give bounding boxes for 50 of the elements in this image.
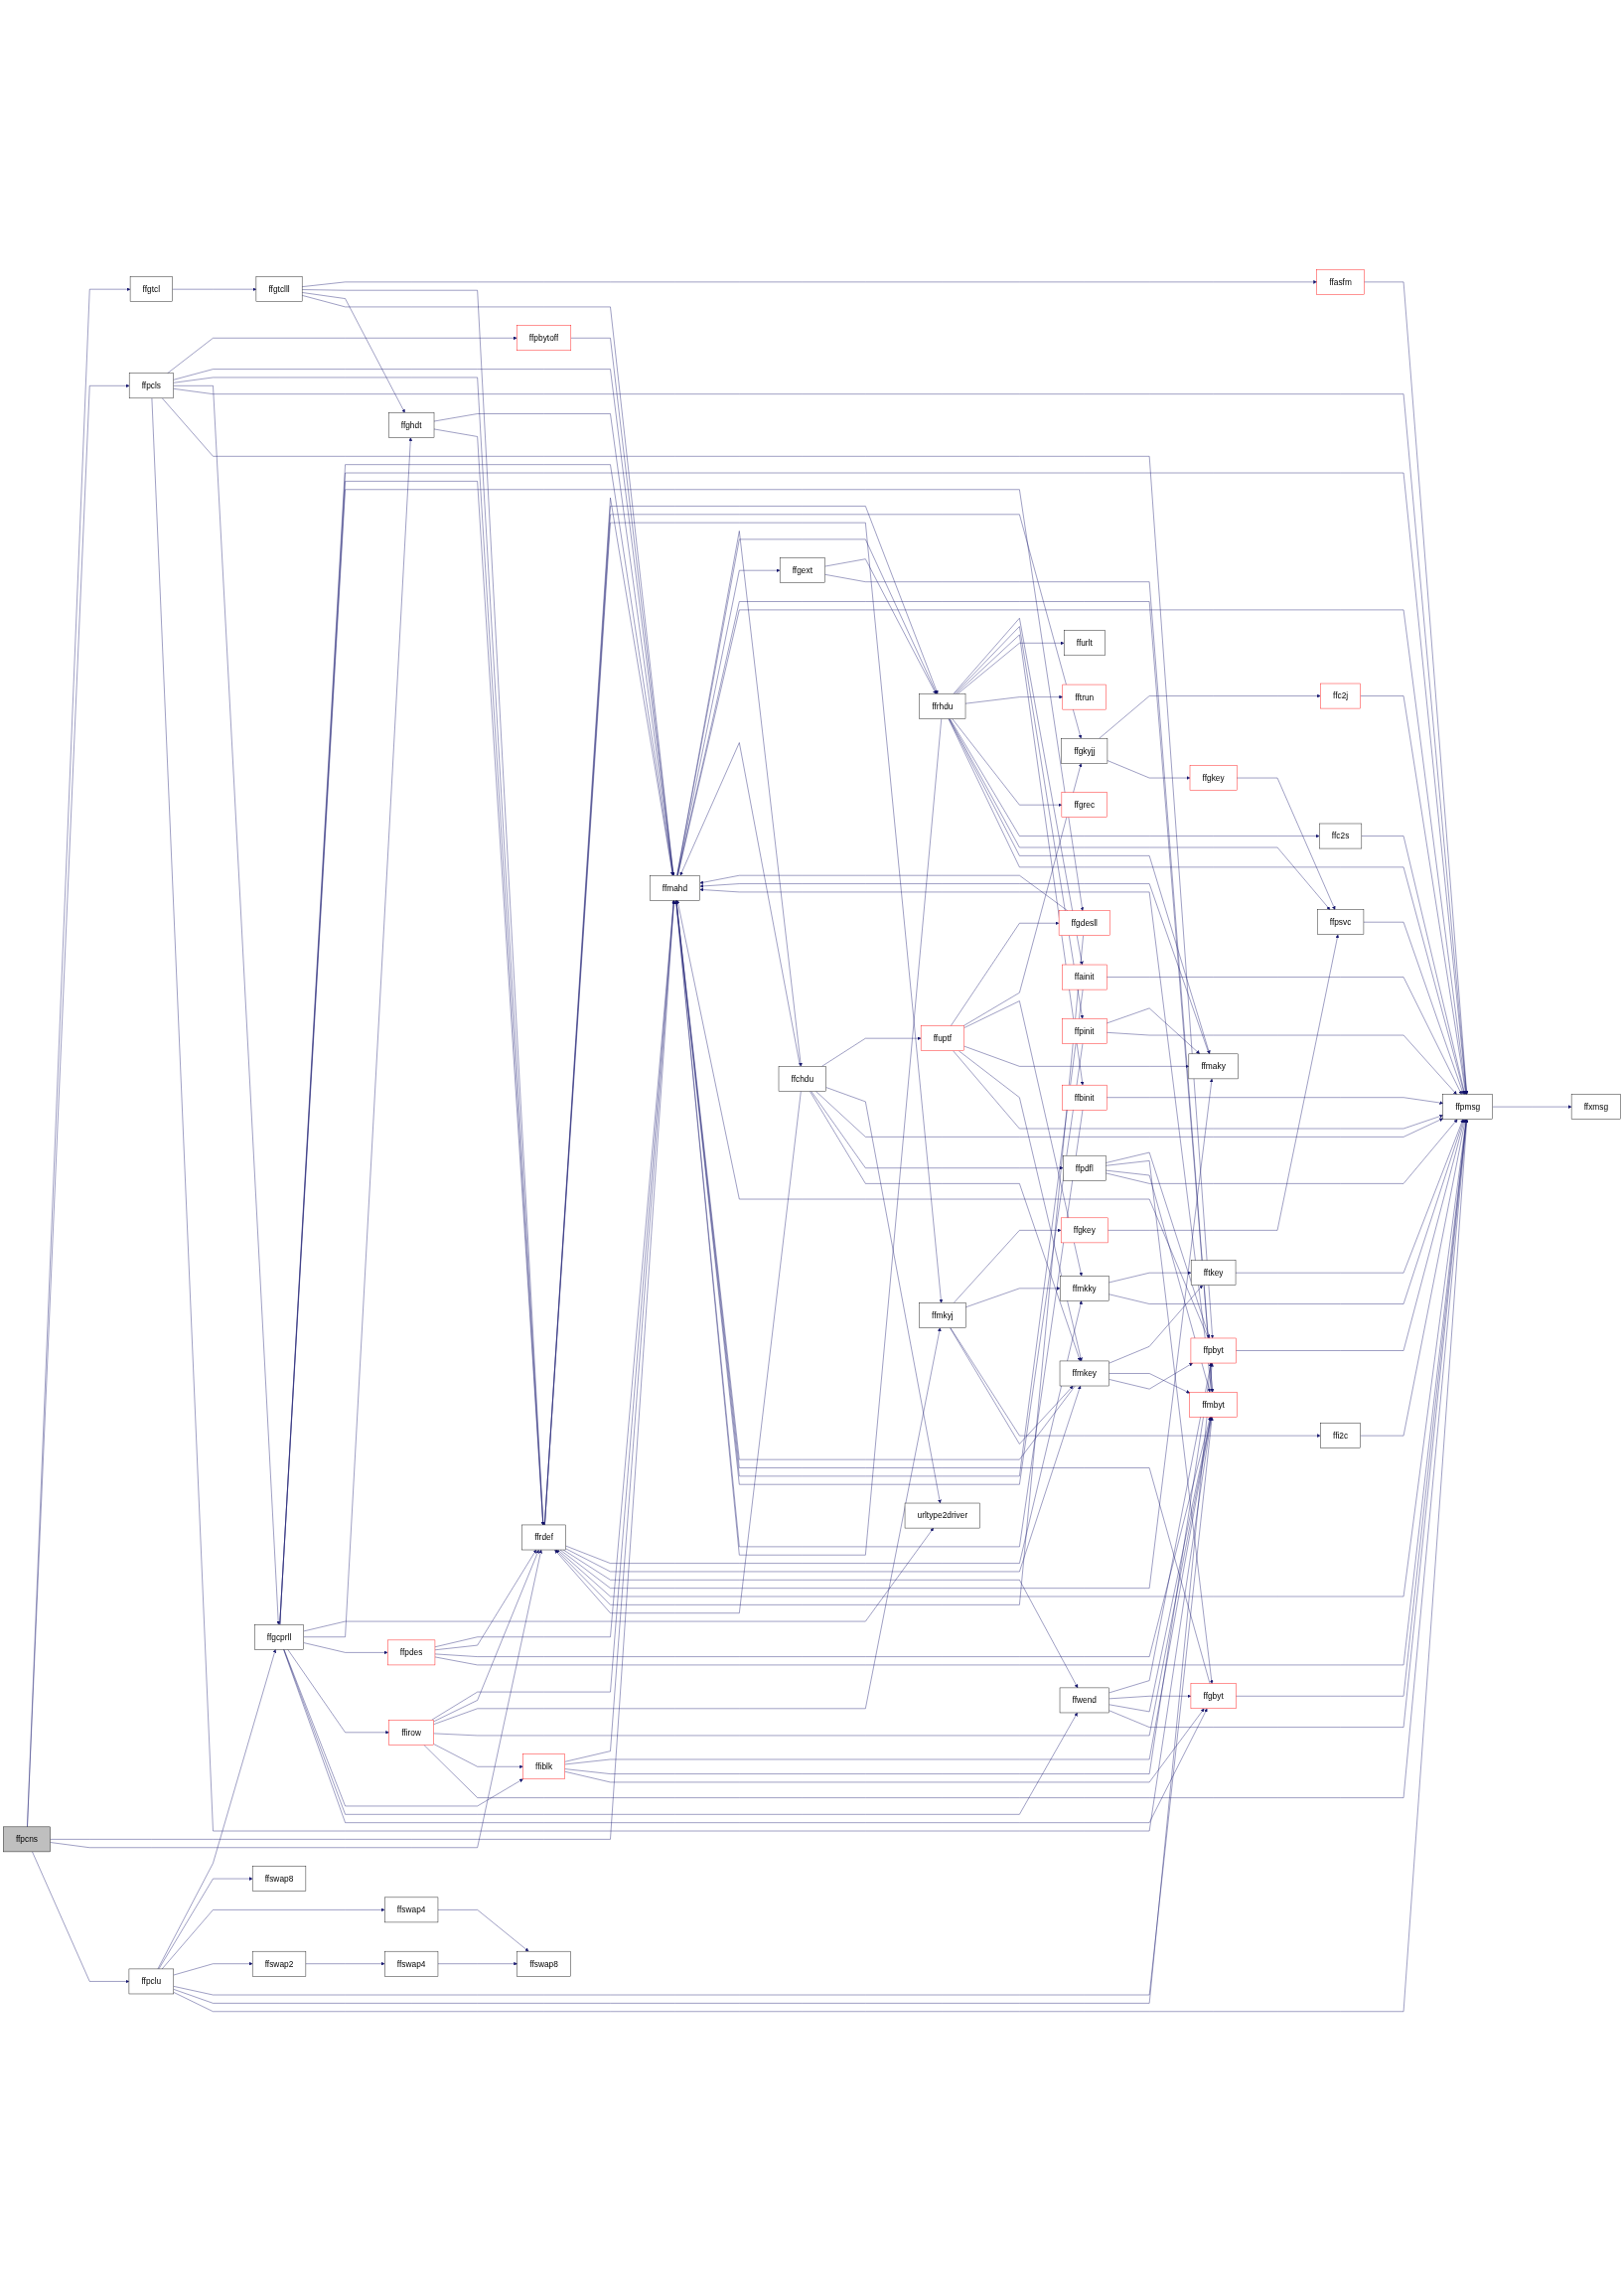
node-box: ffgrec	[1061, 792, 1107, 818]
node-box: ffmbyt	[1189, 1392, 1238, 1418]
node-box: ffswap4	[384, 1897, 439, 1923]
node-box: ffpclu	[128, 1968, 174, 1995]
node-box: fftrun	[1062, 684, 1107, 710]
node-box: ffasfm	[1316, 269, 1365, 295]
node-box: ffpcls	[128, 373, 174, 398]
node-box: ffpsvc	[1317, 909, 1365, 935]
node-box: ffswap4	[384, 1950, 439, 1977]
node-box: ffswap8	[517, 1950, 571, 1977]
node-box: ffpcns	[3, 1826, 51, 1853]
node-box: ffurlt	[1064, 630, 1106, 656]
node-box: ffuptf	[920, 1025, 964, 1051]
node-box: ffrhdu	[919, 693, 966, 719]
node-box: ffgtcl	[129, 276, 173, 302]
node-box: ffswap8	[251, 1866, 307, 1892]
node-box: ffrdef	[521, 1524, 566, 1551]
node-box: ffi2c	[1320, 1423, 1361, 1448]
node-box: ffpdes	[387, 1639, 436, 1666]
node-box: ffmkky	[1060, 1276, 1109, 1301]
node-box: ffpbytoff	[517, 325, 571, 351]
node-box: ffgbyt	[1190, 1683, 1237, 1709]
node-box: ffgkey	[1189, 765, 1238, 791]
node-box: ffwend	[1059, 1687, 1109, 1714]
node-box: fftkey	[1190, 1260, 1237, 1286]
node-box: ffgcprll	[254, 1623, 304, 1650]
node-box: ffxmsg	[1570, 1094, 1621, 1120]
node-box: ffgdesll	[1058, 910, 1110, 936]
node-box: ffpmsg	[1442, 1094, 1493, 1120]
node-box: ffiblk	[522, 1753, 565, 1779]
node-box: urltype2driver	[904, 1502, 980, 1529]
node-box: ffc2j	[1320, 683, 1361, 709]
node-box: ffmaky	[1188, 1053, 1239, 1080]
node-box: ffchdu	[778, 1066, 826, 1092]
node-box: ffmkyj	[919, 1302, 966, 1328]
node-box: ffpinit	[1062, 1018, 1107, 1044]
node-box: ffmahd	[649, 874, 700, 901]
node-box: ffghdt	[388, 412, 435, 438]
node-box: ffgkyjj	[1061, 738, 1108, 764]
node-box: ffmkey	[1059, 1360, 1109, 1387]
node-box: ffbinit	[1062, 1084, 1107, 1111]
node-box: ffirow	[388, 1720, 434, 1746]
node-box: ffpbyt	[1190, 1337, 1237, 1364]
node-box: ffswap2	[251, 1950, 307, 1977]
node-box: ffgtclll	[255, 276, 303, 302]
node-box: ffainit	[1062, 964, 1107, 990]
node-box: ffgkey	[1060, 1217, 1108, 1244]
node-box: ffc2s	[1319, 823, 1363, 849]
node-box: ffpdfl	[1063, 1154, 1107, 1181]
node-box: ffgext	[779, 557, 825, 583]
